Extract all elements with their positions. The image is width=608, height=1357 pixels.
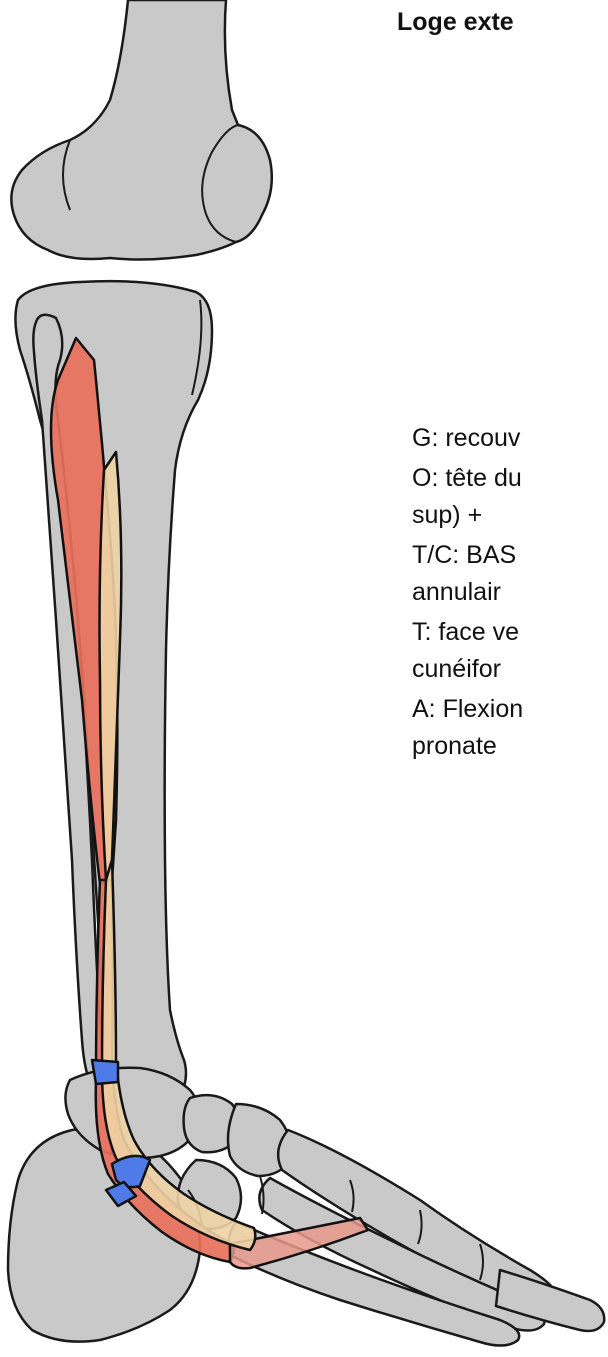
list-item: A: Flexion pronate — [412, 691, 523, 765]
note-general: G: recouv — [412, 424, 520, 452]
note-origin-continued: sup) + — [430, 497, 523, 534]
notes-list: G: recouv O: tête du sup) + T/C: BAS ann… — [412, 420, 523, 768]
list-item: G: recouv — [412, 420, 523, 457]
list-item: O: tête du sup) + — [412, 460, 523, 534]
note-terminal: T: face ve — [412, 618, 519, 646]
note-terminal-continued: cunéifor — [430, 651, 523, 688]
list-item: T: face ve cunéifor — [412, 614, 523, 688]
list-item: T/C: BAS annulair — [412, 537, 523, 611]
femur — [11, 0, 271, 259]
note-action: A: Flexion — [412, 695, 523, 723]
note-tendon-course-continued: annulair — [430, 574, 523, 611]
page-title: Loge exte — [397, 8, 514, 37]
superior-peroneal-retinaculum — [92, 1060, 118, 1084]
note-tendon-course: T/C: BAS — [412, 541, 516, 569]
note-action-continued: pronate — [430, 728, 523, 765]
note-origin: O: tête du — [412, 464, 522, 492]
